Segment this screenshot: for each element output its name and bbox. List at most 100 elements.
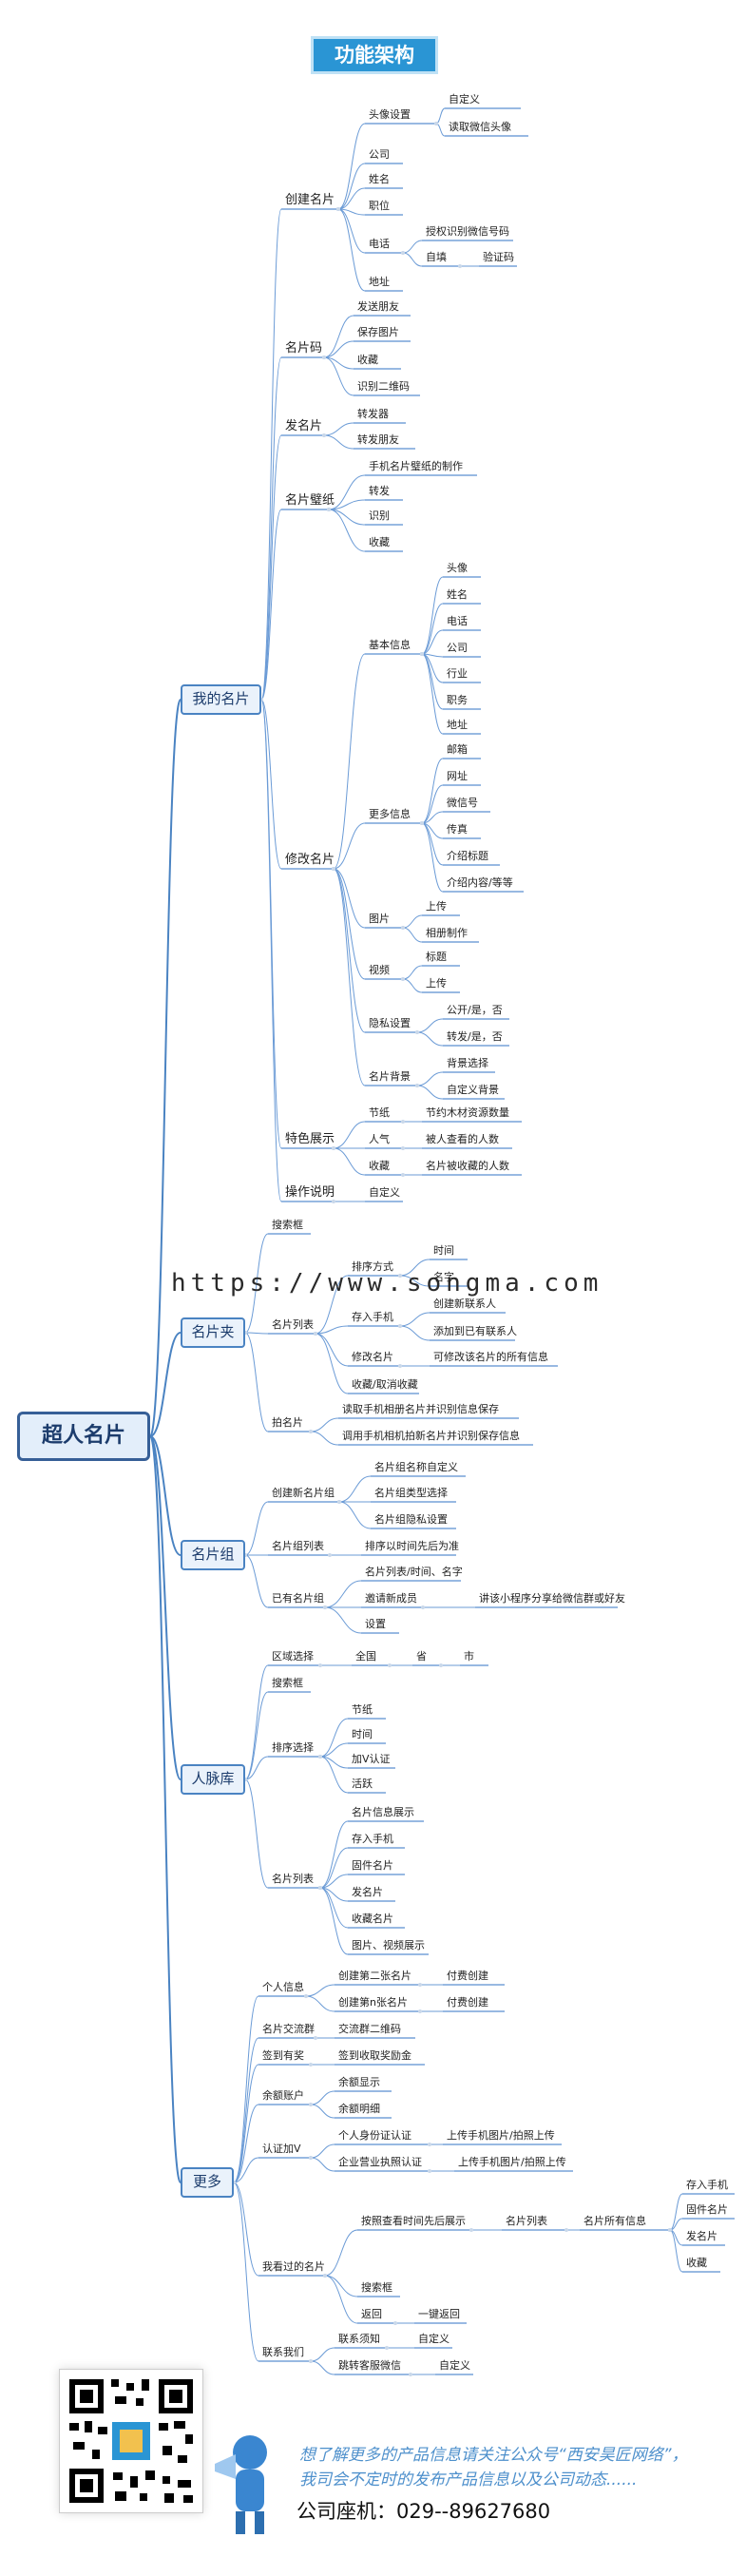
mascot-megaphone-icon	[215, 2435, 267, 2534]
connector-line	[333, 868, 366, 980]
joint-dot	[415, 1084, 419, 1087]
joint-dot	[401, 1120, 405, 1124]
node-n67: 名字	[433, 1271, 454, 1283]
node-n85: 邀请新成员	[365, 1592, 417, 1605]
connector-line	[402, 252, 423, 267]
node-n124: 名片列表	[506, 2215, 547, 2227]
joint-dot	[327, 508, 331, 511]
node-n43: 上传	[426, 900, 447, 913]
node-n113: 签到收取奖励金	[338, 2049, 411, 2062]
connector-line	[310, 2360, 335, 2375]
joint-dot	[309, 1430, 313, 1433]
joint-dot	[322, 356, 326, 359]
node-n90: 省	[416, 1650, 427, 1663]
connector-line	[233, 2064, 259, 2183]
joint-dot	[420, 652, 424, 656]
connector-line	[421, 784, 444, 824]
connector-line	[323, 422, 354, 436]
node-n7: 职位	[369, 200, 390, 212]
connector-line	[421, 576, 444, 655]
connector-line	[149, 1435, 182, 2183]
connector-line	[333, 822, 366, 870]
connector-line	[421, 653, 444, 683]
node-n52: 背景选择	[447, 1057, 488, 1069]
connector-line	[333, 1147, 366, 1176]
node-n105: 个人信息	[262, 1981, 304, 1993]
node-n29: 姓名	[447, 588, 468, 601]
connector-line	[328, 499, 366, 510]
connector-line	[244, 1756, 269, 1780]
node-n46: 标题	[426, 951, 447, 963]
node-n37: 网址	[447, 770, 468, 782]
node-n23: 转发	[369, 485, 390, 497]
joint-dot	[401, 1173, 405, 1177]
node-n78: 名片组名称自定义	[374, 1461, 458, 1473]
node-n22: 手机名片璧纸的制作	[369, 460, 463, 472]
joint-dot	[398, 1274, 402, 1278]
joint-dot	[318, 1886, 322, 1890]
connector-line	[333, 868, 366, 1086]
connector-line	[337, 123, 366, 210]
connector-line	[305, 1984, 335, 1997]
connector-line	[233, 2157, 259, 2183]
joint-dot	[469, 2228, 473, 2232]
node-n40: 介绍标题	[447, 850, 488, 862]
node-n120: 企业营业执照认证	[338, 2156, 422, 2168]
connector-line	[402, 914, 423, 929]
connector-line	[669, 2229, 683, 2273]
node-n26: 修改名片	[285, 853, 335, 867]
joint-dot	[309, 2156, 313, 2160]
node-n109: 付费创建	[447, 1996, 488, 2009]
node-n41: 介绍内容/等等	[447, 876, 513, 889]
joint-dot	[318, 1755, 322, 1759]
node-n93: 排序选择	[272, 1741, 314, 1754]
connector-line	[421, 811, 444, 824]
node-n15: 保存图片	[357, 326, 399, 338]
connector-line	[260, 699, 282, 870]
connector-line	[435, 107, 446, 125]
joint-dot	[401, 1146, 405, 1150]
connector-line	[402, 240, 423, 254]
node-n59: 收藏	[369, 1160, 390, 1172]
branch-b3: 名片组	[181, 1540, 245, 1570]
node-n10: 自填	[426, 251, 447, 263]
connector-line	[416, 1085, 444, 1100]
connector-line	[310, 1417, 339, 1432]
node-n86: 讲该小程序分享给微信群或好友	[479, 1592, 625, 1605]
node-n5: 公司	[369, 148, 390, 161]
node-n33: 职务	[447, 694, 468, 706]
node-n107: 付费创建	[447, 1970, 488, 1982]
connector-line	[260, 509, 282, 701]
connector-line	[310, 1431, 339, 1446]
connector-line	[244, 1501, 269, 1556]
joint-dot	[337, 1500, 341, 1504]
node-n34: 地址	[447, 719, 468, 731]
node-n75: 读取手机相册名片并识别信息保存	[342, 1403, 499, 1415]
connector-line	[416, 1018, 444, 1033]
node-n114: 余额账户	[262, 2089, 304, 2102]
joint-dot	[322, 433, 326, 437]
node-n47: 上传	[426, 977, 447, 990]
node-n97: 活跃	[352, 1778, 373, 1790]
node-n103: 收藏名片	[352, 1913, 393, 1925]
joint-dot	[428, 2143, 431, 2146]
node-n31: 公司	[447, 642, 468, 654]
connector-line	[233, 2037, 259, 2183]
connector-line	[244, 1778, 269, 1889]
node-n9: 授权识别微信号码	[426, 225, 509, 238]
node-n126: 存入手机	[686, 2179, 728, 2191]
joint-dot	[418, 2009, 422, 2013]
joint-dot	[309, 2063, 313, 2067]
promo-line-2: 我司会不定时的发布产品信息以及公司动态......	[299, 2470, 638, 2489]
connector-line	[149, 1435, 182, 1780]
joint-dot	[439, 1663, 443, 1667]
node-n73: 收藏/取消收藏	[352, 1378, 418, 1391]
node-n28: 头像	[447, 562, 468, 574]
node-n21: 名片璧纸	[285, 493, 335, 508]
node-n58: 被人查看的人数	[426, 1133, 499, 1145]
node-n24: 识别	[369, 509, 390, 522]
node-n14: 发送朋友	[357, 300, 399, 313]
node-n102: 发名片	[352, 1886, 383, 1898]
node-n92: 搜索框	[272, 1677, 303, 1689]
joint-dot	[428, 2169, 431, 2173]
